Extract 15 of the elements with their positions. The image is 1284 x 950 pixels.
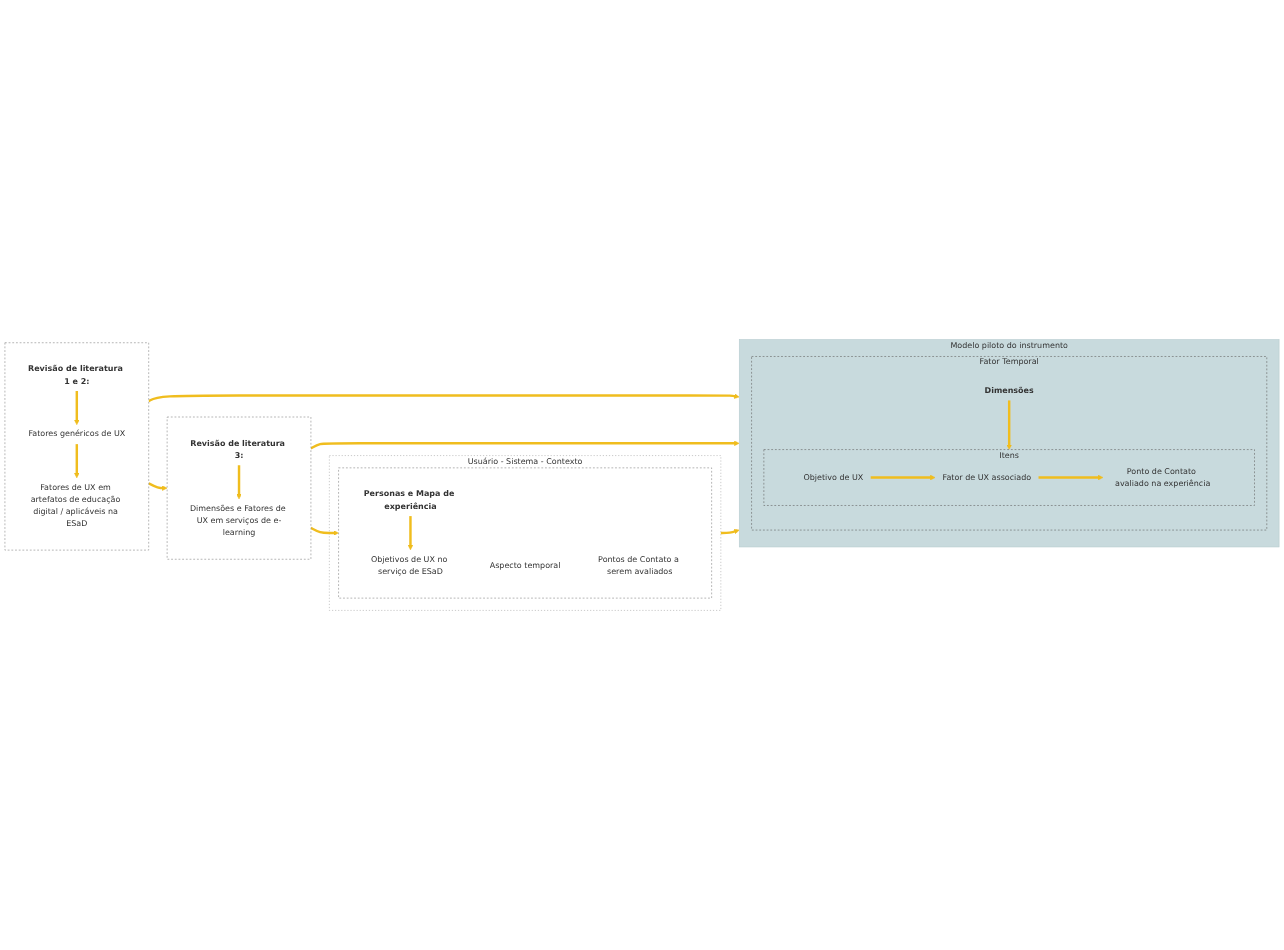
arrow bbox=[148, 482, 168, 491]
arrow bbox=[74, 390, 80, 425]
cluster bbox=[338, 467, 712, 599]
arrow bbox=[720, 528, 740, 535]
arrow bbox=[74, 444, 80, 479]
cluster bbox=[4, 342, 149, 551]
arrow bbox=[148, 393, 740, 403]
arrow bbox=[236, 465, 242, 500]
arrow bbox=[1006, 400, 1012, 450]
arrow bbox=[407, 516, 414, 551]
arrow bbox=[1038, 474, 1104, 481]
arrow bbox=[310, 440, 740, 450]
arrow bbox=[310, 526, 339, 536]
cluster bbox=[166, 416, 312, 560]
arrow bbox=[870, 474, 936, 481]
